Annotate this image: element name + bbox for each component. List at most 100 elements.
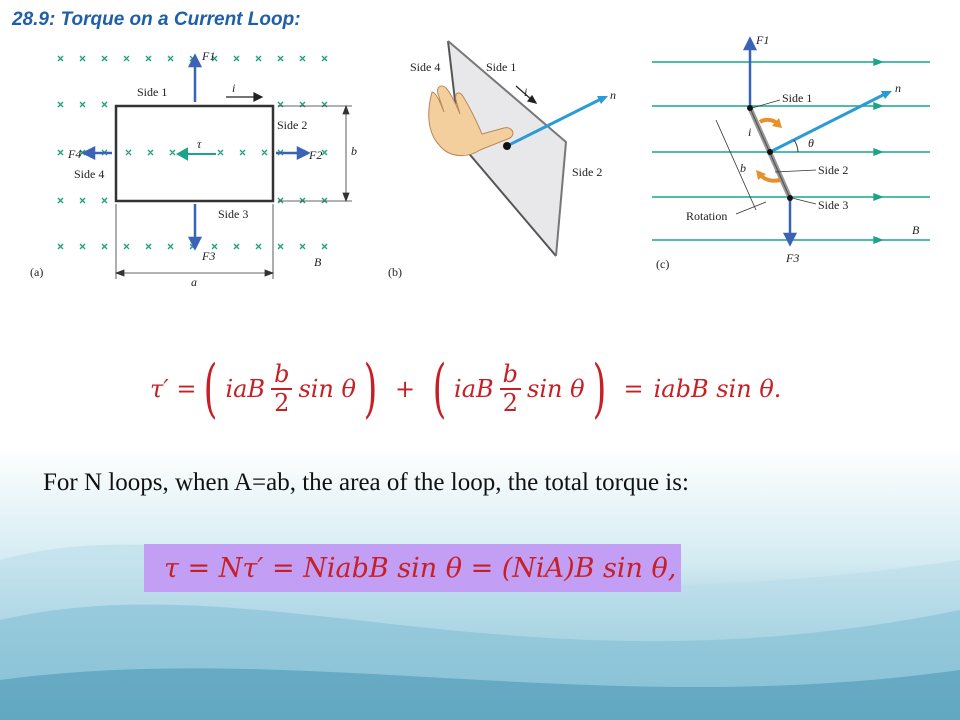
field-cross [299,55,306,62]
hand-icon [428,85,514,156]
field-cross [57,149,64,156]
inner-crosses [125,149,268,156]
eq1-paren-close-1: ) [363,351,378,426]
eq1-frac-den-1: 2 [274,388,290,417]
eq1-paren-open-1: ( [204,351,218,426]
side1-label-b: Side 1 [486,60,516,74]
side3-label-c: Side 3 [818,198,848,212]
torque-label: τ [197,137,202,151]
figure-a-diagram: Side 1 Side 2 Side 3 Side 4 i τ F1 F2 F3… [30,49,357,289]
eq1-frac-num-2: b [499,361,522,390]
field-cross [211,243,218,250]
panel-label-c: (c) [656,257,669,271]
field-cross [233,243,240,250]
figure-a: Side 1 Side 2 Side 3 Side 4 i τ F1 F2 F3… [16,44,368,296]
dim-b-label-c: b [740,161,746,175]
field-cross [321,55,328,62]
side4-label: Side 4 [74,167,104,181]
field-cross [321,149,328,156]
f1-label-c: F1 [755,33,769,47]
side2-label-b: Side 2 [572,165,602,179]
figure-b-diagram: Side 4 Side 1 Side 2 i n (b) [388,40,616,279]
current-label-b: i [524,85,527,99]
field-cross [255,243,262,250]
field-cross [79,197,86,204]
eq1-fraction-2: b 2 [499,361,522,417]
rotation-label: Rotation [686,209,727,223]
eq1-frac-num-1: b [271,361,293,390]
eq1-frac-den-2: 2 [502,388,518,417]
f2-label: F2 [308,148,322,162]
side2-label-c: Side 2 [818,163,848,177]
dim-b-label: b [351,144,357,158]
field-cross [57,243,64,250]
figure-b: Side 4 Side 1 Side 2 i n (b) [376,26,624,290]
slide-title: 28.9: Torque on a Current Loop: [12,9,301,30]
field-cross [123,243,130,250]
eq1-sin-2: sin θ [527,374,585,403]
side1-label: Side 1 [137,85,167,99]
dim-a-label: a [191,275,197,289]
current-label-c: i [748,125,751,139]
field-cross [123,55,130,62]
eq1-paren-close-2: ) [592,351,606,426]
field-cross [79,101,86,108]
field-cross [79,55,86,62]
equation-total-torque: τ = Nτ′ = NiabB sin θ = (NiA)B sin θ, [144,544,681,592]
field-cross [101,197,108,204]
eq1-term-1: iaB [225,374,266,403]
eq1-rhs: iabB sin θ. [653,374,782,403]
field-cross [233,55,240,62]
field-label-c: B [912,223,920,237]
field-cross [299,197,306,204]
side4-label-b: Side 4 [410,60,440,74]
theta-label: θ [808,136,814,150]
torque-arrow [175,147,216,161]
normal-label-c: n [895,81,901,95]
eq1-equals: = [623,374,644,403]
field-cross [277,243,284,250]
field-cross [255,55,262,62]
body-text: For N loops, when A=ab, the area of the … [43,469,689,496]
side2-label: Side 2 [277,118,307,132]
f4-label: F4 [67,147,81,161]
f3-label: F3 [201,249,215,263]
field-cross [167,55,174,62]
f1-label: F1 [201,49,215,63]
field-cross [167,243,174,250]
f3-label-c: F3 [785,251,799,265]
field-cross [145,243,152,250]
eq1-paren-open-2: ( [432,351,447,426]
eq1-plus: + [394,374,416,403]
field-cross [299,243,306,250]
side3-label: Side 3 [218,207,248,221]
eq1-lhs: τ′ = [150,374,197,403]
field-cross [57,55,64,62]
figure-c-diagram: Side 1 Side 2 Side 3 Rotation θ b i n B … [652,33,930,271]
figure-c: Side 1 Side 2 Side 3 Rotation θ b i n B … [640,22,940,282]
field-cross [277,55,284,62]
field-cross [57,197,64,204]
side1-label-c: Side 1 [782,91,812,105]
field-cross [101,243,108,250]
normal-vector-c [769,92,886,154]
field-label: B [314,255,322,269]
field-cross [101,101,108,108]
field-cross [79,243,86,250]
field-cross [145,55,152,62]
panel-label-a: (a) [30,265,43,279]
field-cross [321,243,328,250]
normal-vector [506,97,602,148]
normal-label-b: n [610,88,616,102]
field-cross [57,101,64,108]
field-cross [211,55,218,62]
field-cross [321,197,328,204]
panel-label-b: (b) [388,265,402,279]
eq1-fraction-1: b 2 [271,361,293,417]
eq1-term-2: iaB [454,374,494,403]
field-cross [101,55,108,62]
equation-single-loop: τ′ = ( iaB b 2 sin θ ) + ( iaB b 2 sin θ… [136,345,800,432]
current-arrow [226,92,264,102]
current-label: i [232,81,235,95]
eq1-sin-1: sin θ [298,374,356,403]
